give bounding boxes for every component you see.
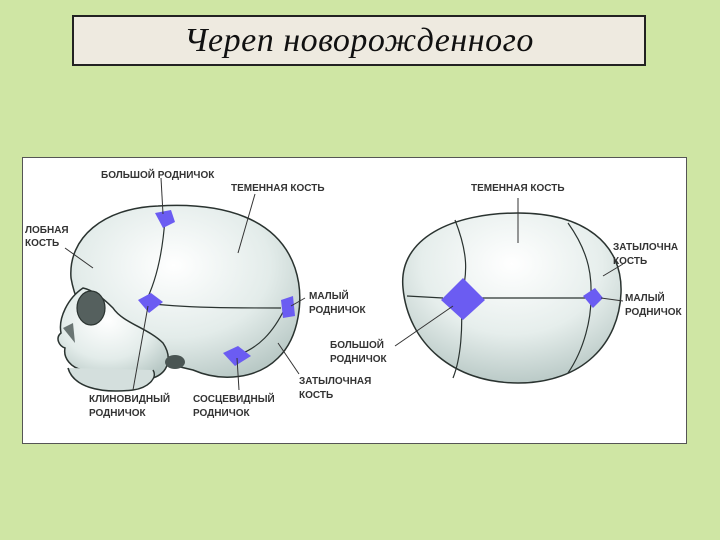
- label-small-fontanelle-side-1: МАЛЫЙ: [309, 289, 349, 302]
- label-occipital-top-2: КОСТЬ: [613, 256, 647, 267]
- skull-illustration: БОЛЬШОЙ РОДНИЧОК ТЕМЕННАЯ КОСТЬ ЛОБНАЯ К…: [25, 168, 683, 419]
- label-big-fontanelle-top-2: РОДНИЧОК: [330, 354, 388, 365]
- label-mastoid-2: РОДНИЧОК: [193, 408, 251, 419]
- label-small-fontanelle-top-1: МАЛЫЙ: [625, 291, 665, 304]
- label-small-fontanelle-top-2: РОДНИЧОК: [625, 307, 683, 318]
- side-view-skull: [57, 177, 306, 392]
- top-frontal-suture: [406, 295, 444, 299]
- label-occipital-side-1: ЗАТЫЛОЧНАЯ: [299, 376, 371, 387]
- side-sphenoid-fontanelle: [138, 293, 163, 313]
- skull-figure: БОЛЬШОЙ РОДНИЧОК ТЕМЕННАЯ КОСТЬ ЛОБНАЯ К…: [22, 157, 687, 444]
- label-sphenoid-1: КЛИНОВИДНЫЙ: [89, 392, 170, 405]
- side-jaw: [67, 367, 155, 392]
- label-parietal-top: ТЕМЕННАЯ КОСТЬ: [471, 183, 565, 194]
- side-orbit: [76, 290, 106, 326]
- label-occipital-side-2: КОСТЬ: [299, 390, 333, 401]
- label-big-fontanelle-side: БОЛЬШОЙ РОДНИЧОК: [101, 168, 215, 181]
- label-occipital-top-1: ЗАТЫЛОЧНА: [613, 242, 678, 253]
- top-small-fontanelle: [583, 288, 603, 308]
- label-mastoid-1: СОСЦЕВИДНЫЙ: [193, 392, 275, 405]
- label-parietal-side: ТЕМЕННАЯ КОСТЬ: [231, 183, 325, 194]
- label-frontal-2: КОСТЬ: [25, 238, 59, 249]
- side-small-fontanelle: [281, 296, 295, 318]
- label-frontal-1: ЛОБНАЯ: [25, 225, 69, 236]
- label-small-fontanelle-side-2: РОДНИЧОК: [309, 305, 367, 316]
- top-view-skull: [394, 198, 624, 384]
- side-mastoid-fontanelle: [223, 346, 251, 366]
- label-big-fontanelle-top-1: БОЛЬШОЙ: [330, 338, 384, 351]
- label-sphenoid-2: РОДНИЧОК: [89, 408, 147, 419]
- side-ear-opening: [165, 355, 185, 369]
- side-nasal: [63, 323, 75, 343]
- slide-title: Череп новорожденного: [184, 21, 534, 59]
- slide-title-box: Череп новорожденного: [72, 15, 646, 66]
- top-big-fontanelle: [441, 278, 485, 320]
- side-big-fontanelle: [155, 210, 175, 228]
